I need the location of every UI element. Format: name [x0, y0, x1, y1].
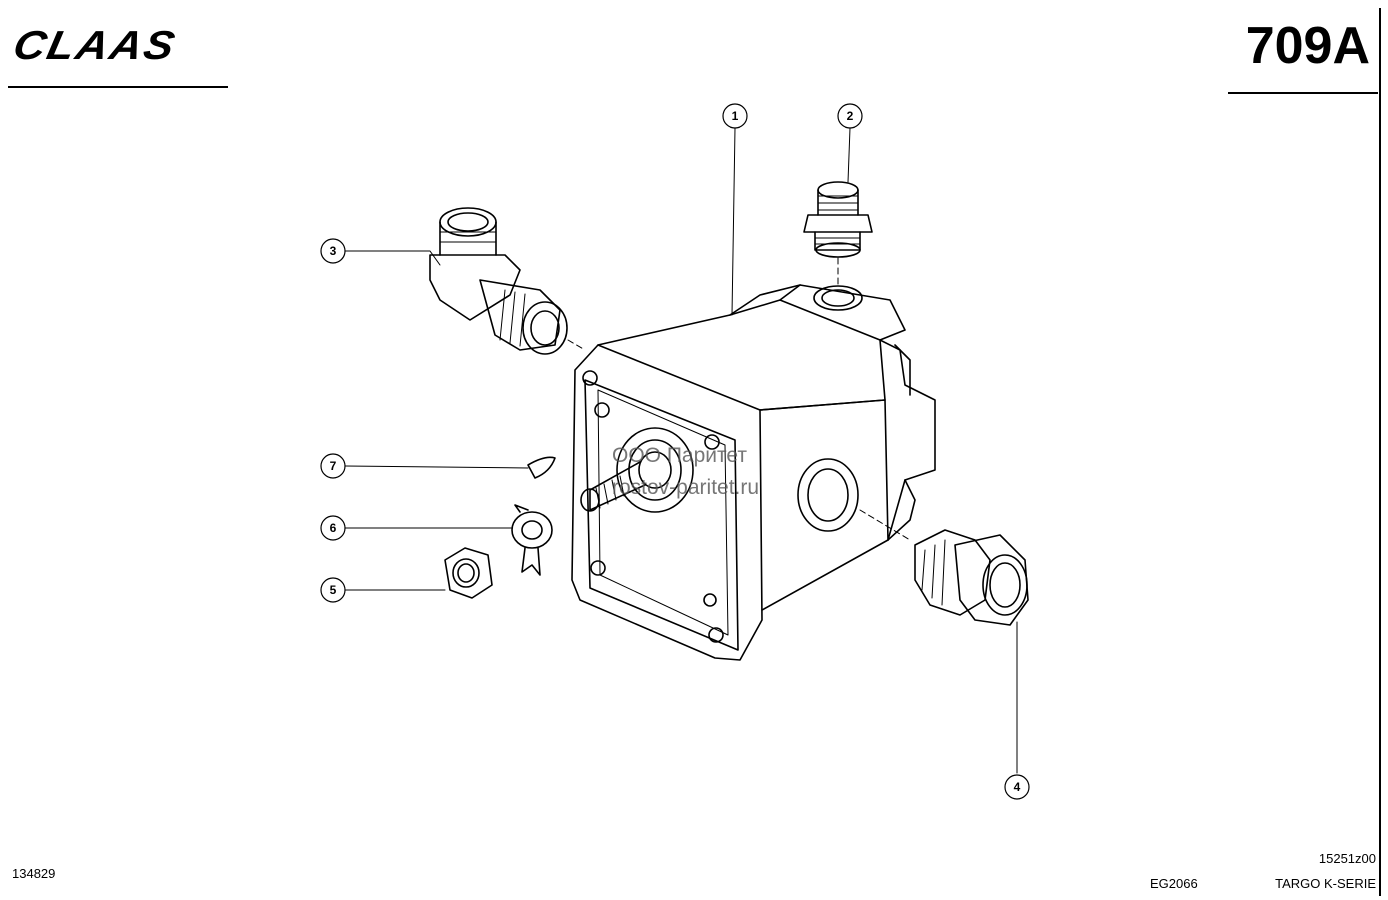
pump-body: [571, 284, 936, 661]
callout-3: 3: [330, 244, 337, 258]
woodruff-key-7: [527, 456, 556, 479]
header-rule-right: [1228, 92, 1378, 94]
callout-6: 6: [330, 521, 337, 535]
callout-circle-3: [320, 238, 346, 264]
header-rule-left: [8, 86, 228, 88]
watermark-url: rostov-paritet.ru: [612, 475, 760, 499]
page-code: 709A: [1245, 17, 1370, 75]
fitting-2: [803, 181, 873, 287]
leader-lines: [344, 127, 1018, 774]
elbow-fitting-3: [429, 207, 586, 355]
callout-circle-6: [320, 515, 346, 541]
callout-circle-5: [320, 577, 346, 603]
image-number: 134829: [12, 866, 56, 881]
callout-circle-1: [722, 103, 748, 129]
frame-border-right: [1379, 8, 1381, 896]
leader-7: [344, 465, 529, 469]
callout-circle-7: [320, 453, 346, 479]
callout-circle-2: [837, 103, 863, 129]
callout-2: 2: [847, 109, 854, 123]
leader-1: [731, 127, 736, 316]
watermark-company: ООО Паритет: [612, 444, 748, 467]
callout-circle-4: [1004, 774, 1030, 800]
leader-3: [344, 250, 441, 266]
leader-2: [847, 127, 851, 183]
series-label: TARGO K-SERIE: [1275, 876, 1376, 891]
callout-5: 5: [330, 583, 337, 597]
lock-washer-6: [511, 504, 553, 576]
model-code: EG2066: [1150, 876, 1198, 891]
watermark: ООО Паритет rostov-paritet.ru: [612, 440, 759, 503]
callout-1: 1: [732, 109, 739, 123]
nut-5: [444, 547, 493, 599]
fitting-4: [859, 509, 1029, 626]
callout-4: 4: [1014, 780, 1021, 794]
callout-circles: [320, 103, 1030, 800]
drawing-code: 15251z00: [1318, 851, 1376, 866]
callout-7: 7: [330, 459, 337, 473]
